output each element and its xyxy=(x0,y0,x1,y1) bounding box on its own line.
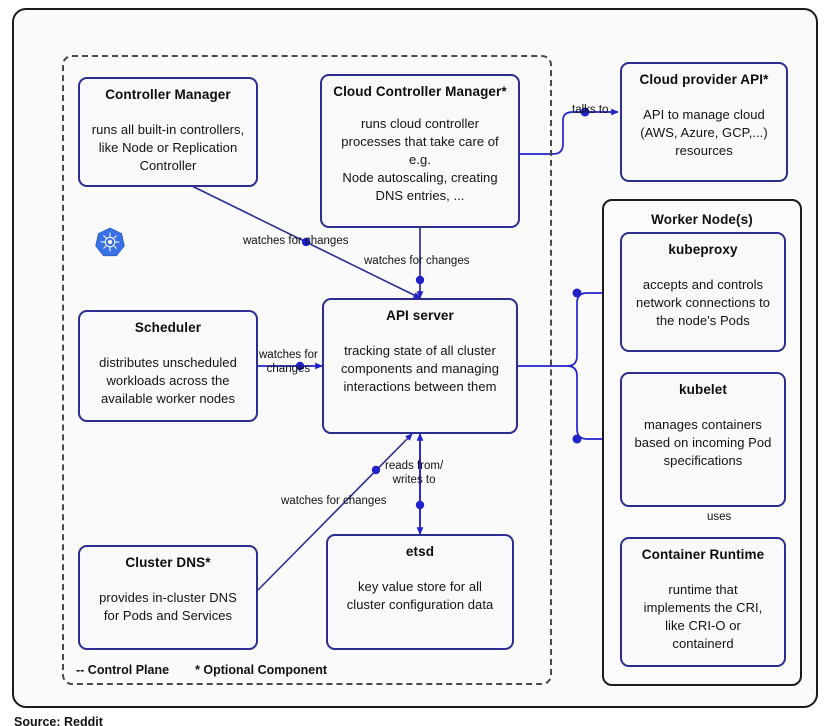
box-title: Cloud Controller Manager* xyxy=(333,84,507,99)
box-title: Scheduler xyxy=(134,320,202,335)
box-cloud-controller-manager[interactable]: Cloud Controller Manager* runs cloud con… xyxy=(320,74,520,228)
kubernetes-logo-icon xyxy=(95,227,125,257)
legend-control-plane: -- Control Plane xyxy=(76,663,170,677)
box-title: kubelet xyxy=(679,382,727,397)
connector-label-etcd-reads-writes: reads from/ writes to xyxy=(385,460,444,487)
connector-label-dns-watches: watches for changes xyxy=(281,495,387,507)
box-cloud-provider-api[interactable]: Cloud provider API* API to manage cloud … xyxy=(620,62,788,182)
box-description: distributes unscheduled workloads across… xyxy=(99,354,237,406)
source-caption: Source: Reddit xyxy=(14,715,103,726)
box-title: Cloud provider API* xyxy=(639,72,769,87)
box-title: Cluster DNS* xyxy=(125,555,211,570)
legend-optional-component: * Optional Component xyxy=(195,663,327,677)
connector-label-cm-watches: watches for changes xyxy=(243,235,349,247)
box-description: runs cloud controller processes that tak… xyxy=(341,115,499,203)
control-plane-region xyxy=(62,55,552,685)
connector-label-talks-to: talks to xyxy=(572,104,609,116)
legend: -- Control Plane * Optional Component xyxy=(76,663,327,677)
box-title: API server xyxy=(386,308,454,323)
connector-label-kubelet-uses: uses xyxy=(707,511,732,523)
box-kubelet[interactable]: kubelet manages containers based on inco… xyxy=(620,372,786,507)
box-title: Container Runtime xyxy=(641,547,765,562)
box-description: runs all built-in controllers, like Node… xyxy=(91,121,245,173)
box-title: Controller Manager xyxy=(105,87,231,102)
box-controller-manager[interactable]: Controller Manager runs all built-in con… xyxy=(78,77,258,187)
box-description: manages containers based on incoming Pod… xyxy=(634,416,772,468)
box-cluster-dns[interactable]: Cluster DNS* provides in-cluster DNS for… xyxy=(78,545,258,650)
box-api-server[interactable]: API server tracking state of all cluster… xyxy=(322,298,518,434)
connector-label-scheduler-watches: watches for changes xyxy=(259,349,318,376)
box-title: kubeproxy xyxy=(668,242,738,257)
box-title: etsd xyxy=(405,544,435,559)
box-description: key value store for all cluster configur… xyxy=(346,578,494,612)
box-kubeproxy[interactable]: kubeproxy accepts and controls network c… xyxy=(620,232,786,352)
box-scheduler[interactable]: Scheduler distributes unscheduled worklo… xyxy=(78,310,258,422)
box-container-runtime[interactable]: Container Runtime runtime that implement… xyxy=(620,537,786,667)
box-etcd[interactable]: etsd key value store for all cluster con… xyxy=(326,534,514,650)
box-description: runtime that implements the CRI, like CR… xyxy=(643,581,763,651)
box-description: accepts and controls network connections… xyxy=(635,276,771,328)
box-description: provides in-cluster DNS for Pods and Ser… xyxy=(99,589,237,623)
connector-label-ccm-watches: watches for changes xyxy=(364,255,470,267)
box-description: API to manage cloud (AWS, Azure, GCP,...… xyxy=(640,106,768,158)
worker-node-title: Worker Node(s) xyxy=(651,212,753,227)
box-description: tracking state of all cluster components… xyxy=(341,342,499,394)
